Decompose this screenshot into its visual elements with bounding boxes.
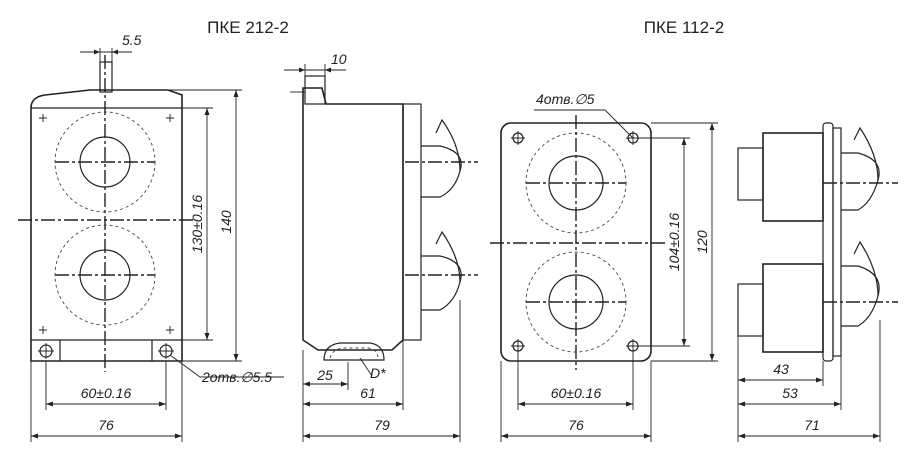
side-cable-gland xyxy=(323,342,385,361)
holes-right-label: 4отв.∅5 xyxy=(536,91,595,107)
dim-79-label: 79 xyxy=(374,417,390,433)
side-112-housing-lower xyxy=(762,263,824,353)
dim-D-label: D* xyxy=(370,365,386,381)
side-button-2-top xyxy=(435,230,461,283)
front-view-112: 4отв.∅5 104±0.16 120 60±0.16 76 xyxy=(490,91,718,442)
dim-pin-arrows xyxy=(94,49,118,55)
dim-pin-label: 5.5 xyxy=(122,32,142,48)
side-button-cap-2 xyxy=(421,255,462,311)
side-front-plate xyxy=(402,103,422,341)
side-112-cap-2 xyxy=(841,265,880,327)
side-top-pin xyxy=(304,75,326,105)
title-right: ПКЕ 112-2 xyxy=(644,18,724,37)
holes-left-leader xyxy=(169,354,201,378)
body-outline xyxy=(30,89,183,362)
dim-43-label: 43 xyxy=(773,361,789,377)
dim-71-label: 71 xyxy=(804,417,820,433)
side-112-stub-upper xyxy=(737,147,764,201)
side-112-plate xyxy=(822,122,834,362)
dim-104-label: 104±0.16 xyxy=(666,213,682,272)
corner-marks xyxy=(39,114,174,334)
dim-61-label: 61 xyxy=(360,385,376,401)
dim-60l-label: 60±0.16 xyxy=(81,385,132,401)
side-112-button-1-top xyxy=(853,126,879,181)
dim-76r-label: 76 xyxy=(568,417,584,433)
side-gland-inner xyxy=(329,347,379,359)
side-button-1-top xyxy=(435,118,461,172)
side-body-outline xyxy=(302,87,404,351)
top-pin xyxy=(99,61,113,93)
dim-25-label: 25 xyxy=(316,367,333,383)
title-left: ПКЕ 212-2 xyxy=(207,18,289,37)
side-view-212: 10 25 D* 61 79 xyxy=(284,51,478,442)
base-hole-crosses xyxy=(38,343,174,359)
side-112-housing-upper xyxy=(762,132,824,222)
dim-120-label: 120 xyxy=(694,230,710,254)
holes-right-leader xyxy=(604,109,634,139)
side-112-cap-1 xyxy=(841,152,880,211)
side-112-plate-rim xyxy=(832,127,842,357)
side-112-button-2-top xyxy=(853,240,879,297)
side-button-cap-1 xyxy=(421,145,462,198)
dim-D-leader xyxy=(359,357,373,377)
holes-left-label: 2отв.∅5.5 xyxy=(201,369,272,385)
dim-53-label: 53 xyxy=(782,385,798,401)
dim-76l-label: 76 xyxy=(98,417,114,433)
dim-130-label: 130±0.16 xyxy=(189,195,205,254)
side-view-112: 43 53 71 xyxy=(737,122,898,442)
side-112-stub-lower xyxy=(737,283,764,337)
dim-140-label: 140 xyxy=(218,210,234,234)
front-view-212: 5.5 130±0.16 140 2отв.∅5.5 60±0.16 76 xyxy=(18,32,284,442)
dim-10-label: 10 xyxy=(331,51,347,67)
dim-60r-label: 60±0.16 xyxy=(551,385,602,401)
